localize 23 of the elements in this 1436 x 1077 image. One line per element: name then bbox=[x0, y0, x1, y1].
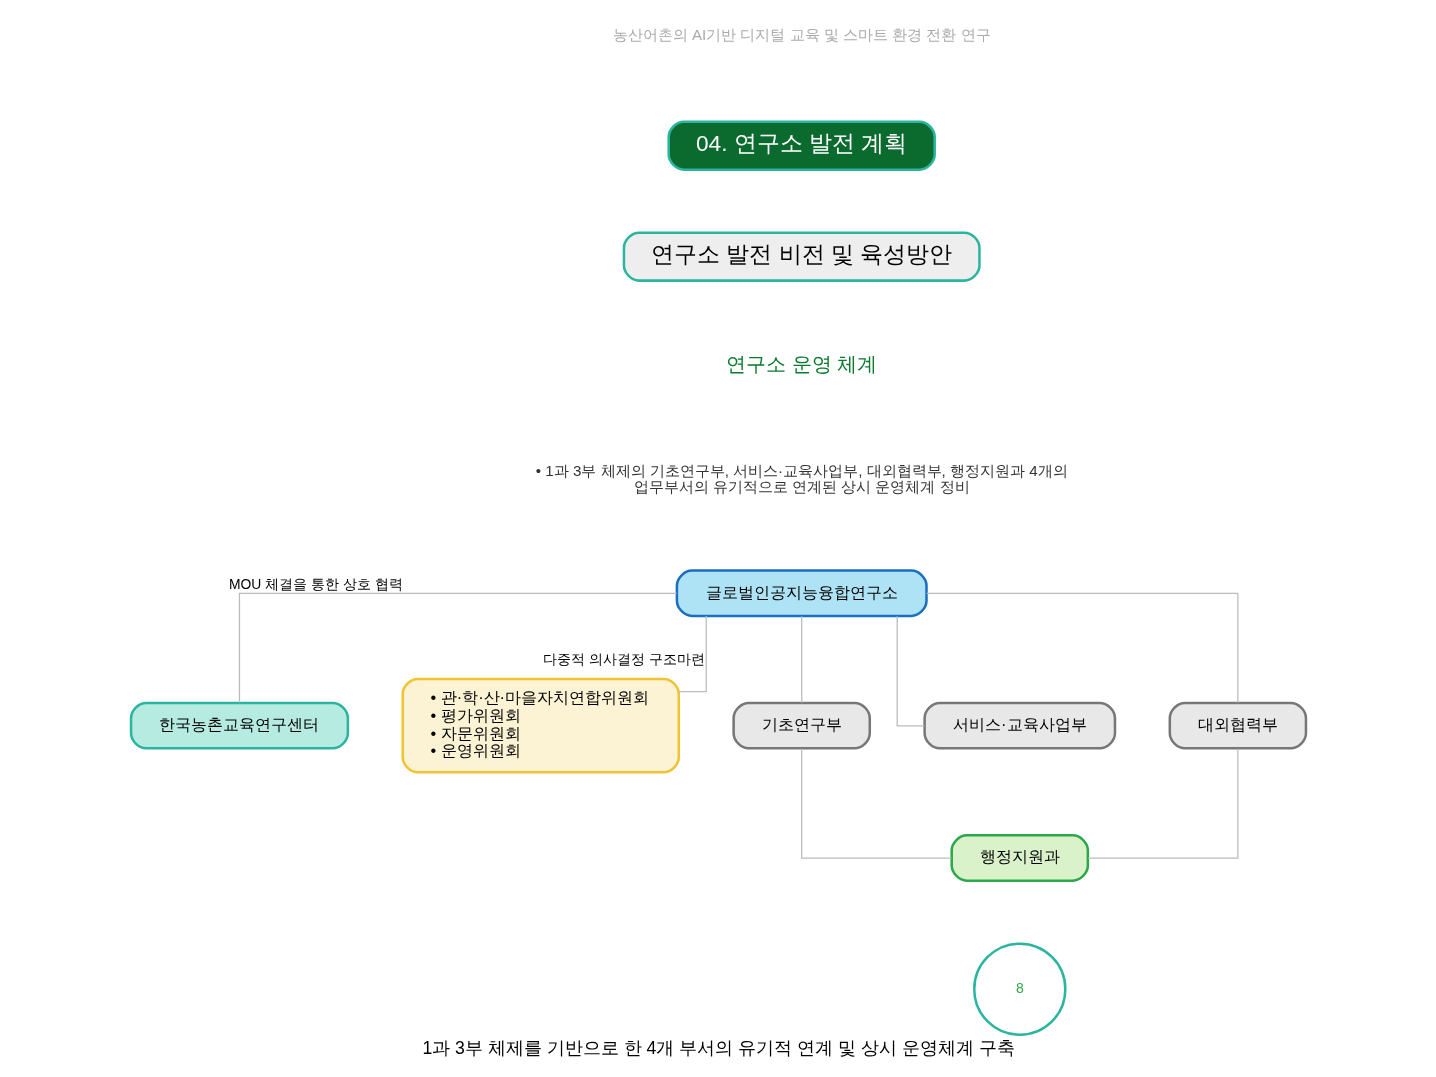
label: 8 bbox=[1015, 979, 1024, 996]
connector bbox=[896, 615, 925, 727]
label: 연구소 운영 체계 bbox=[725, 353, 877, 376]
connector bbox=[800, 748, 952, 859]
caption: 1과 3부 체제를 기반으로 한 4개 부서의 유기적 연계 및 상시 운영체계 구축 bbox=[421, 1037, 1015, 1058]
edge-label: 다중적 의사결정 구조마련 bbox=[542, 650, 705, 667]
connector bbox=[925, 592, 1238, 704]
node-box: 한국농촌교육연구센터 bbox=[129, 701, 349, 750]
node-box: 기초연구부 bbox=[731, 701, 871, 750]
node-box: 글로벌인공지능융합연구소 bbox=[675, 569, 928, 618]
connector bbox=[238, 592, 677, 704]
connector bbox=[677, 615, 707, 693]
edge-label: MOU 체결을 통한 상호 협력 bbox=[228, 576, 403, 593]
label: • 1과 3부 체제의 기초연구부, 서비스·교육사업부, 대외협력부, 행정지원과 4개의 업무부서의 유기적으로 연계된 상시 운영체계 정비 bbox=[535, 461, 1068, 495]
node-box: • 관·학·산·마을자치연합위원회 • 평가위원회 • 자문위원회 • 운영위원회 bbox=[400, 677, 680, 774]
node-box: 서비스·교육사업부 bbox=[922, 701, 1116, 750]
label: 농산어촌의 AI기반 디지털 교육 및 스마트 환경 전환 연구 bbox=[612, 25, 991, 43]
node-box: 대외협력부 bbox=[1168, 701, 1307, 750]
connector bbox=[800, 615, 802, 704]
label: 연구소 발전 비전 및 육성방안 bbox=[650, 241, 952, 268]
node-box: 행정지원과 bbox=[949, 834, 1089, 882]
connector bbox=[1087, 748, 1238, 859]
label: 04. 연구소 발전 계획 bbox=[695, 130, 907, 157]
